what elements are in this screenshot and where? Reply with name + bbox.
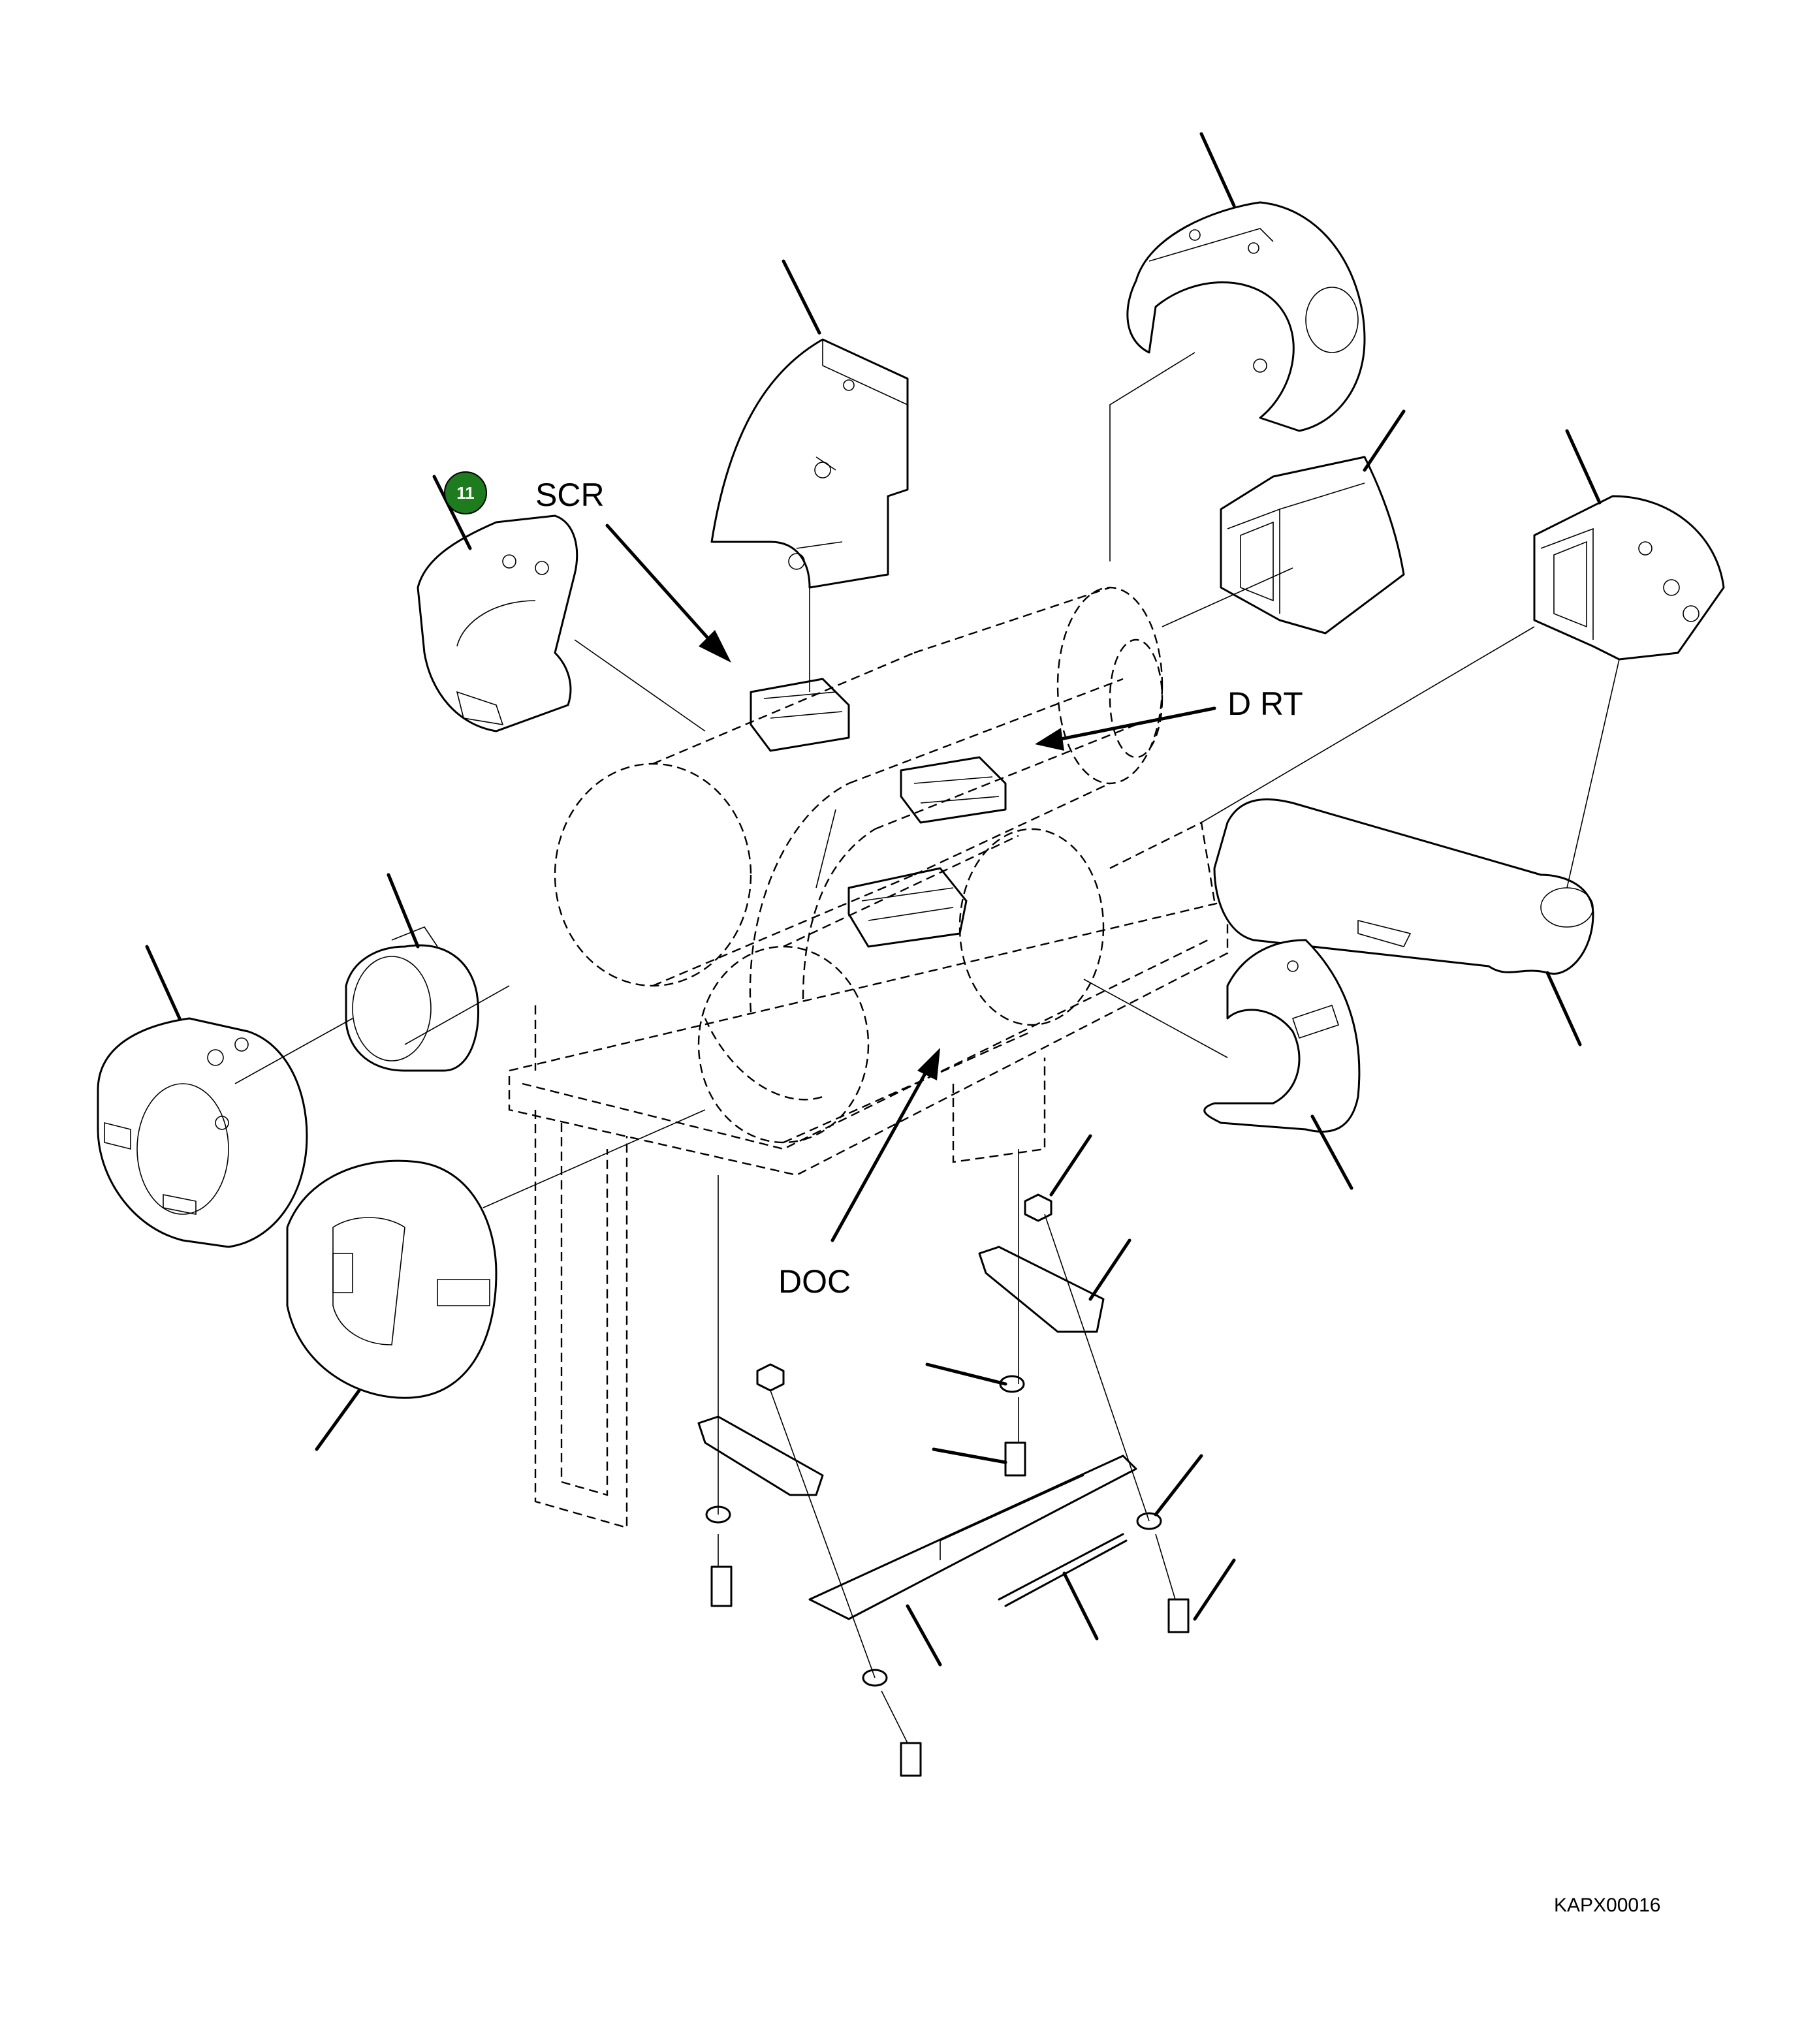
tube-right — [1213, 798, 1594, 975]
cover-left-upper-ring — [417, 514, 578, 732]
sensor-module-center — [900, 756, 1007, 824]
arrow-doc — [830, 1048, 940, 1242]
rod — [998, 1533, 1128, 1607]
sensor-module-lower — [847, 867, 968, 948]
arrow-drt — [1035, 706, 1216, 751]
cover-right-lower-shell — [1203, 939, 1361, 1133]
cover-right-square — [1220, 456, 1405, 635]
label-doc: DOC — [778, 1263, 851, 1300]
label-scr: SCR — [535, 477, 605, 513]
callout-number: 11 — [456, 483, 475, 503]
label-drt: D RT — [1227, 685, 1303, 722]
cover-left-large-ring — [97, 1017, 308, 1248]
bracket-right-middle — [978, 1246, 1105, 1333]
arrow-scr — [605, 524, 731, 663]
drt-pipe — [749, 638, 1163, 1013]
fasteners — [705, 1193, 1190, 1777]
sleeve-left-small — [345, 926, 480, 1072]
cover-top-right-shell — [1126, 201, 1366, 432]
cover-far-right — [1533, 495, 1725, 661]
bracket-long-plate — [808, 1454, 1137, 1620]
callout-badge[interactable]: 11 — [444, 471, 487, 514]
cover-left-lower — [286, 1159, 498, 1399]
doc-canister — [697, 828, 1105, 1144]
cover-top-center — [710, 338, 909, 589]
figure-reference: KAPX00016 — [1554, 1895, 1660, 1916]
assembly-lines — [234, 352, 1620, 1744]
scr-canister — [554, 586, 1163, 987]
sensor-module-upper — [750, 678, 850, 752]
leader-lines — [145, 132, 1602, 1667]
